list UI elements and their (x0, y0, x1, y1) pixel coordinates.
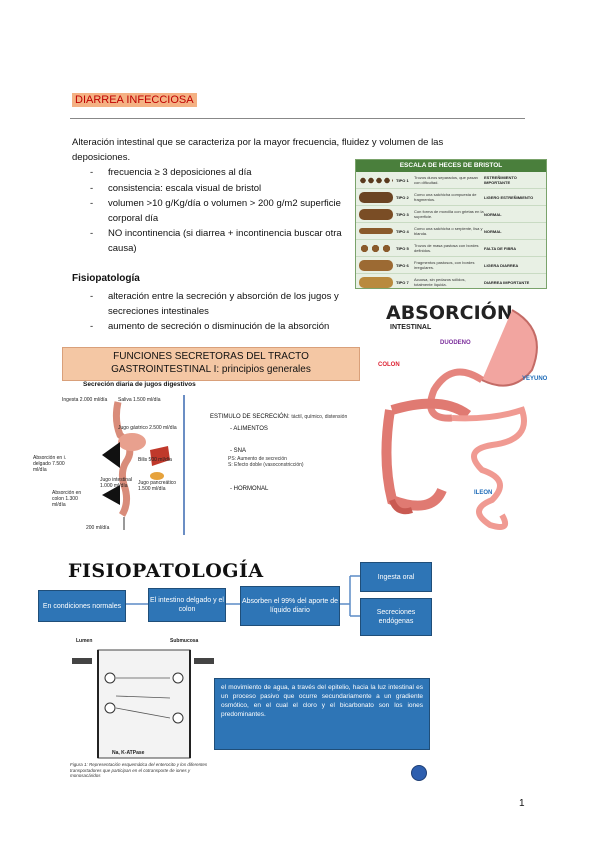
bristol-type: TIPO 7 (396, 279, 409, 285)
page-number: 1 (519, 798, 525, 809)
submucosa-label: Submucosa (170, 638, 199, 644)
flow-node-secreciones: Secreciones endógenas (360, 598, 432, 636)
label-colon: COLON (378, 362, 400, 368)
bristol-desc: Como una salchicha compuesta de fragment… (414, 192, 477, 202)
fisiopatologia-title: FISIOPATOLOGÍA (68, 560, 264, 582)
bristol-desc: Trozos de masa pastosa con bordes defini… (414, 243, 479, 253)
absorcion-illustration: ABSORCIÓN INTESTINAL DUODENO COLON YEYUN… (372, 300, 552, 550)
flow-node-normales: En condiciones normales (38, 590, 126, 622)
fisiopatologia-subheading: Fisiopatología (72, 273, 140, 284)
bristol-result: NORMAL (484, 211, 502, 217)
bristol-row: TIPO 5 Trozos de masa pastosa con bordes … (356, 240, 546, 257)
stool-image (359, 276, 393, 288)
estimulo-block: ESTIMULO DE SECRECIÓN: táctil, químico, … (210, 414, 347, 492)
label-bilis: Bilis 500 ml/día (138, 457, 172, 463)
bristol-row: TIPO 3 Con forma de morcilla con grietas … (356, 206, 546, 223)
bristol-row: TIPO 1 Trozos duros separados, que pasan … (356, 172, 546, 189)
label-jugo-gastrico: Jugo gástrico 2.500 ml/día (118, 425, 177, 431)
secretion-diagram (102, 401, 170, 530)
fisiopatologia-list: alteración entre la secreción y absorció… (90, 290, 380, 336)
bristol-desc: Trozos duros separados, que pasan con di… (414, 175, 478, 185)
sna-note: PS: Aumento de secreción (228, 456, 287, 462)
stool-image (359, 208, 393, 220)
bristol-result: LIGERA DIARREA (484, 262, 519, 268)
intro-paragraph: Alteración intestinal que se caracteriza… (72, 137, 444, 163)
flow-node-intestino: El intestino delgado y el colon (148, 588, 226, 622)
sna-note: S: Efecto doble (vasoconstricción) (228, 462, 304, 468)
lumen-label: Lumen (76, 638, 93, 644)
page-heading: DIARREA INFECCIOSA (72, 93, 197, 107)
label-duodeno: DUODENO (440, 340, 471, 346)
flow-node-ingesta: Ingesta oral (360, 562, 432, 592)
estimulo-item: - ALIMENTOS (230, 426, 268, 432)
list-item: NO incontinencia (si diarrea + incontine… (90, 227, 350, 256)
label-jugo-intestinal: Jugo intestinal 1.000 ml/día (100, 477, 132, 489)
list-item: consistencia: escala visual de bristol (90, 182, 350, 197)
absorcion-title: ABSORCIÓN (386, 302, 513, 324)
label-absorcion-colon: Absorción en colon 1.300 ml/día (52, 490, 82, 508)
bristol-desc: Acuosa, sin pedazos sólidos, totalmente … (414, 277, 466, 287)
bristol-result: DIARREA IMPORTANTE (484, 279, 530, 285)
list-item: alteración entre la secreción y absorció… (90, 290, 380, 319)
stool-image (359, 259, 393, 271)
bristol-result: NORMAL (484, 228, 502, 234)
label-absorcion-delgado: Absorción en i. delgado 7.500 ml/día (33, 455, 67, 473)
bristol-type: TIPO 5 (396, 245, 409, 251)
estimulo-detail: táctil, químico, distensión (291, 414, 348, 420)
list-item: aumento de secreción o disminución de la… (90, 320, 380, 335)
bristol-desc: Con forma de morcilla con grietas en la … (414, 209, 484, 219)
funciones-banner: FUNCIONES SECRETORAS DEL TRACTO GASTROIN… (62, 347, 360, 381)
bristol-desc: Como una salchicha o serpiente, lisa y b… (414, 226, 483, 236)
bristol-result: LIGERO ESTREÑIMIENTO (484, 194, 534, 200)
label-ileon: ILEON (474, 490, 493, 496)
bristol-row: TIPO 6 Fragmentos pastosos, con bordes ir… (356, 257, 546, 274)
list-item: volumen >10 g/Kg/día o volumen > 200 g/m… (90, 197, 350, 226)
estimulo-title: ESTIMULO DE SECRECIÓN: (210, 414, 290, 420)
label-yeyuno: YEYUNO (522, 376, 548, 382)
estimulo-item: - HORMONAL (230, 486, 269, 492)
bristol-result: ESTREÑIMIENTO IMPORTANTE (484, 175, 517, 185)
secrecion-title: Secreción diaria de jugos digestivos (83, 381, 196, 388)
label-jugo-pancreatico: Jugo pancreático 1.500 ml/día (138, 480, 177, 492)
bristol-type: TIPO 4 (396, 228, 409, 234)
definition-list: frecuencia ≥ 3 deposiciones al día consi… (90, 166, 350, 257)
flow-node-absorben: Absorben el 99% del aporte de líquido di… (240, 586, 340, 626)
stool-image (359, 191, 393, 203)
estimulo-item: - SNA (230, 448, 247, 454)
bristol-title: ESCALA DE HECES DE BRISTOL (356, 160, 546, 172)
absorcion-subtitle: INTESTINAL (390, 324, 432, 331)
label-output: 200 ml/día (86, 525, 110, 531)
bristol-row: TIPO 4 Como una salchicha o serpiente, li… (356, 223, 546, 240)
label-saliva: Saliva 1.500 ml/día (118, 397, 161, 403)
circle-marker (411, 765, 427, 781)
bristol-result: FALTA DE FIBRA (484, 245, 517, 251)
divider-bar (183, 395, 185, 535)
stool-image (359, 228, 393, 234)
bristol-type: TIPO 3 (396, 211, 409, 217)
enterocyte-drawing (72, 649, 214, 759)
bristol-type: TIPO 6 (396, 262, 409, 268)
water-movement-note: el movimiento de agua, a través del epit… (214, 678, 430, 750)
list-item: frecuencia ≥ 3 deposiciones al día (90, 166, 350, 181)
stool-image (359, 242, 393, 254)
legend-label: Na, K-ATPase (112, 750, 145, 756)
stool-image (359, 174, 393, 186)
bristol-scale-figure: ESCALA DE HECES DE BRISTOL TIPO 1 Trozos … (355, 159, 547, 289)
divider (70, 118, 525, 119)
bristol-desc: Fragmentos pastosos, con bordes irregula… (414, 260, 475, 270)
enterocyte-figure: Lumen Submucosa Na, K-ATPase (70, 638, 218, 770)
figure-caption: Figura 1: Representación esquemática del… (70, 762, 208, 778)
bristol-row: TIPO 7 Acuosa, sin pedazos sólidos, total… (356, 274, 546, 290)
intestine-drawing (381, 309, 538, 530)
bristol-type: TIPO 1 (396, 177, 409, 183)
label-ingesta: Ingesta 2.000 ml/día (62, 397, 108, 403)
bristol-type: TIPO 2 (396, 194, 409, 200)
bristol-row: TIPO 2 Como una salchicha compuesta de fr… (356, 189, 546, 206)
